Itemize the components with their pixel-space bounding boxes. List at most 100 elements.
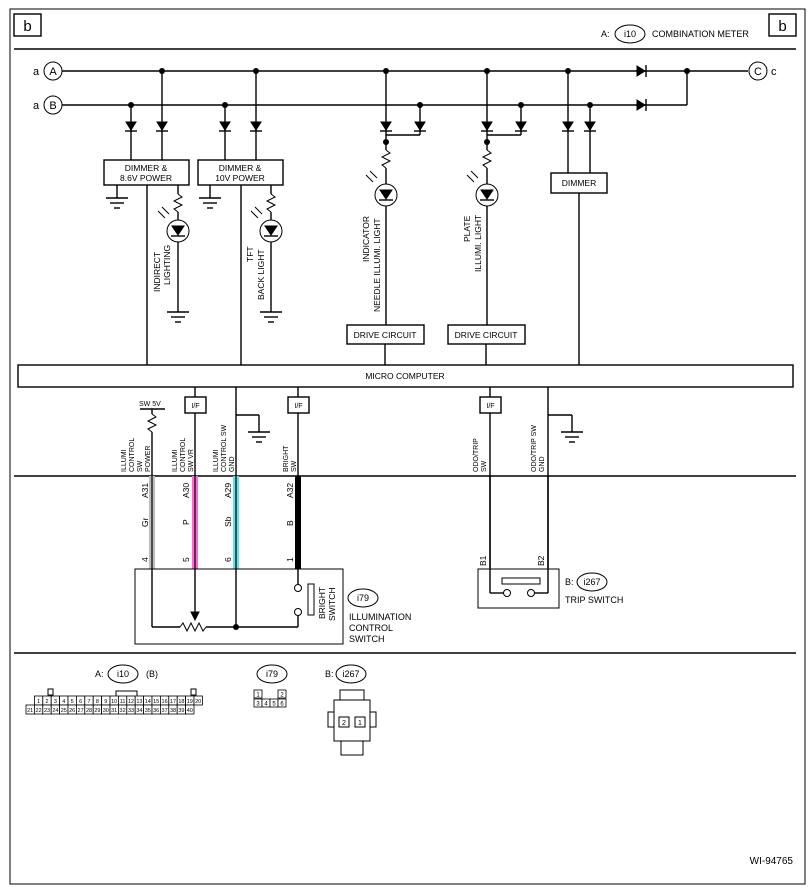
conn-a-pin-label: 9 [104,699,107,705]
sig4-l2: SW [291,460,298,472]
sig1-l2: CONTROL [129,438,136,472]
conn-a-pin-label: 17 [170,699,176,705]
meter-prefix: A: [601,29,610,39]
conn-a-pin-label: 26 [69,708,75,714]
conn-a-pin-label: 34 [136,708,142,714]
sw5v-label: SW 5V [139,401,161,408]
terminal-c-circle-label: C [754,66,762,78]
conn-a-pin-label: 30 [103,708,109,714]
conn-a-suffix: (B) [146,669,158,679]
dimmer-86-box [103,159,190,186]
conn-b-body [327,689,377,756]
conn-a-pin-label: 8 [96,699,99,705]
illum-name-3: SWITCH [349,634,385,644]
conn-a-pin-label: 3 [54,699,57,705]
drive-circuit-2: DRIVE CIRCUIT [455,330,518,340]
conn-a-pin-label: 5 [71,699,74,705]
sig2-l1: ILLUMI [172,449,179,472]
trip-name: TRIP SWITCH [565,595,623,605]
pin-b2: B2 [536,555,546,566]
illum-name-1: ILLUMINATION [349,612,411,622]
indirect-label-2: LIGHTING [162,245,172,285]
trip-code: i267 [583,577,600,587]
conn-b-pin-2: 2 [342,720,346,727]
conn-a-pin-label: 6 [79,699,82,705]
sig6-l2: GND [539,456,546,472]
branch-indicator [365,71,426,325]
dimmer-86-line1: DIMMER & [125,163,168,173]
conn-i79-pin-label: 3 [256,702,260,708]
conn-a-prefix: A: [95,669,104,679]
if-1: I/F [191,403,199,410]
conn-a-pin-label: 22 [36,708,42,714]
conn-i79-code: i79 [266,669,278,679]
end-4: 4 [140,557,150,562]
micro-computer-box [17,364,794,388]
conn-a-cell [185,704,195,715]
conn-a-pin-label: 15 [153,699,159,705]
pin-b1: B1 [478,555,488,566]
conn-i79-pin-label: 2 [280,693,284,699]
indirect-label-1: INDIRECT [152,252,162,292]
illum-switch-internals [151,569,315,633]
pin-a32: A32 [285,483,295,498]
sig1-l3: SW [137,460,144,472]
sig3-l3: GND [229,456,236,472]
conn-a-pin-label: 13 [136,699,142,705]
conn-i79-cell [253,689,263,699]
conn-a-pin-label: 37 [162,708,168,714]
tft-label-1: TFT [245,246,255,262]
conn-a-pin-label: 33 [128,708,134,714]
trip-switch-box [477,568,560,609]
ground-mc-2 [547,387,583,568]
end-6: 6 [223,557,233,562]
meter-code-oval [614,24,646,44]
colored-wires [149,476,549,569]
sig2-l2: CONTROL [180,438,187,472]
conn-a-pin-label: 20 [195,699,201,705]
terminal-a-top-label: a [33,66,40,78]
outer-frame [9,8,806,885]
pin-a31: A31 [140,483,150,498]
conn-a-pin-label: 31 [111,708,117,714]
indirect-lamp [157,185,190,323]
diode-b-c [636,99,646,111]
sig1-l1: ILLUMI [121,449,128,472]
page-label-left-box [13,13,42,37]
mc-outputs [194,387,491,397]
conn-i79-pin-label: 5 [272,702,276,708]
color-sb: Sb [223,516,233,527]
color-p: P [181,519,191,525]
conn-a-pin-label: 29 [94,708,100,714]
sig6-l1: ODO/TRIP SW [531,425,538,472]
conn-a-pin-label: 7 [87,699,90,705]
sig5-l2: SW [481,460,488,472]
conn-a-pin-label: 40 [187,708,193,714]
trip-switch-internals [489,569,549,597]
bus-junctions [128,68,690,108]
bright-switch-1: BRIGHT [317,587,327,619]
trip-prefix: B: [565,577,574,587]
branch-plate [466,71,527,325]
dimmer-10-line1: DIMMER & [219,163,262,173]
conn-a-code: i10 [117,669,129,679]
page-label-left: b [23,18,31,35]
sig4-l1: BRIGHT [283,445,290,472]
terminal-c-circle [748,61,768,81]
terminal-a-circle-label: A [49,66,57,78]
indicator-label-1: INDICATOR [361,216,371,262]
wire-labels: A31 Gr 4 A30 P 5 A29 Sb 6 A32 B 1 B1 B2 [140,483,546,566]
branch-dimmer [562,71,596,173]
conn-a-pin-label: 28 [86,708,92,714]
conn-i79-pin-label: 4 [264,702,268,708]
conn-i79-pin-label: 6 [280,702,284,708]
conn-a-oval [107,664,139,684]
trip-code-oval [576,572,608,592]
terminal-a-bottom-label: a [33,100,40,112]
conn-a-pin-label: 12 [128,699,134,705]
i79-oval [347,588,379,608]
ground-mc-1 [235,387,270,568]
micro-computer: MICRO COMPUTER [365,371,444,381]
